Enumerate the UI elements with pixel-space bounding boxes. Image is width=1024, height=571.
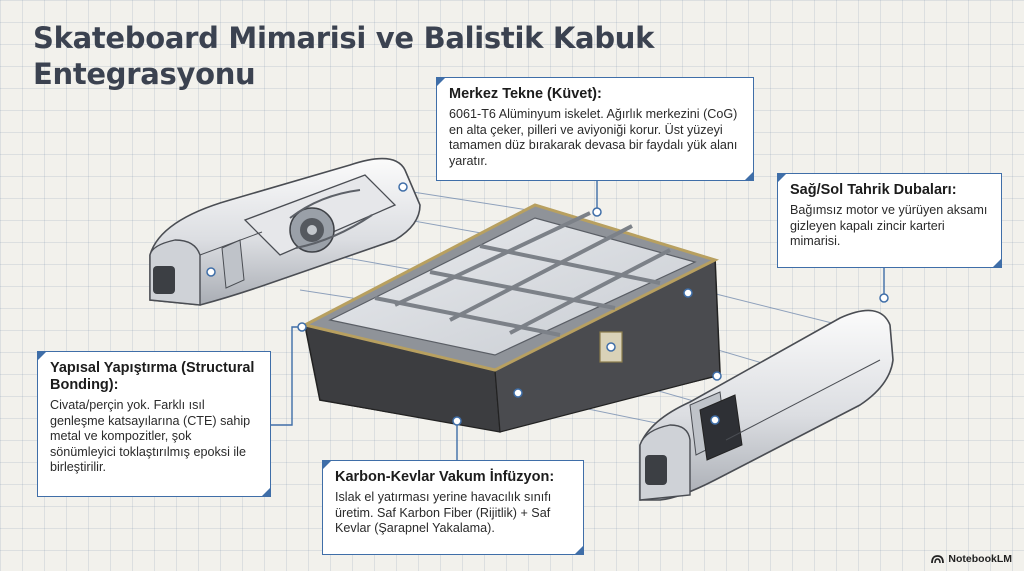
callout-merkez-tekne: Merkez Tekne (Küvet): 6061-T6 Alüminyum … [436, 77, 754, 181]
callout-tahrik-dubalari: Sağ/Sol Tahrik Dubaları: Bağımsız motor … [777, 173, 1002, 268]
callout-karbon-kevlar: Karbon-Kevlar Vakum İnfüzyon: Islak el y… [322, 460, 584, 555]
callout-body: Civata/perçin yok. Farklı ısıl genleşme … [50, 398, 251, 474]
brand-name: NotebookLM [948, 553, 1012, 565]
notebooklm-logo-icon [931, 554, 945, 563]
callout-heading: Sağ/Sol Tahrik Dubaları: [790, 182, 957, 198]
callout-heading: Merkez Tekne (Küvet): [449, 86, 602, 102]
callout-yapisal-yapistirma: Yapısal Yapıştırma (Structural Bonding):… [37, 351, 271, 497]
callout-body: Islak el yatırması yerine havacılık sını… [335, 490, 552, 535]
right-drive-pod [639, 293, 894, 501]
brand-watermark: NotebookLM [931, 553, 1012, 565]
leader-lines [271, 181, 885, 460]
callout-heading: Yapısal Yapıştırma (Structural Bonding): [50, 360, 255, 393]
callout-body: Bağımsız motor ve yürüyen aksamı gizleye… [790, 203, 988, 248]
callout-heading: Karbon-Kevlar Vakum İnfüzyon: [335, 469, 555, 485]
center-tub [297, 203, 721, 433]
page-title: Skateboard Mimarisi ve Balistik Kabuk En… [33, 21, 655, 91]
left-drive-pod [149, 157, 421, 306]
callout-body: 6061-T6 Alüminyum iskelet. Ağırlık merke… [449, 107, 738, 168]
